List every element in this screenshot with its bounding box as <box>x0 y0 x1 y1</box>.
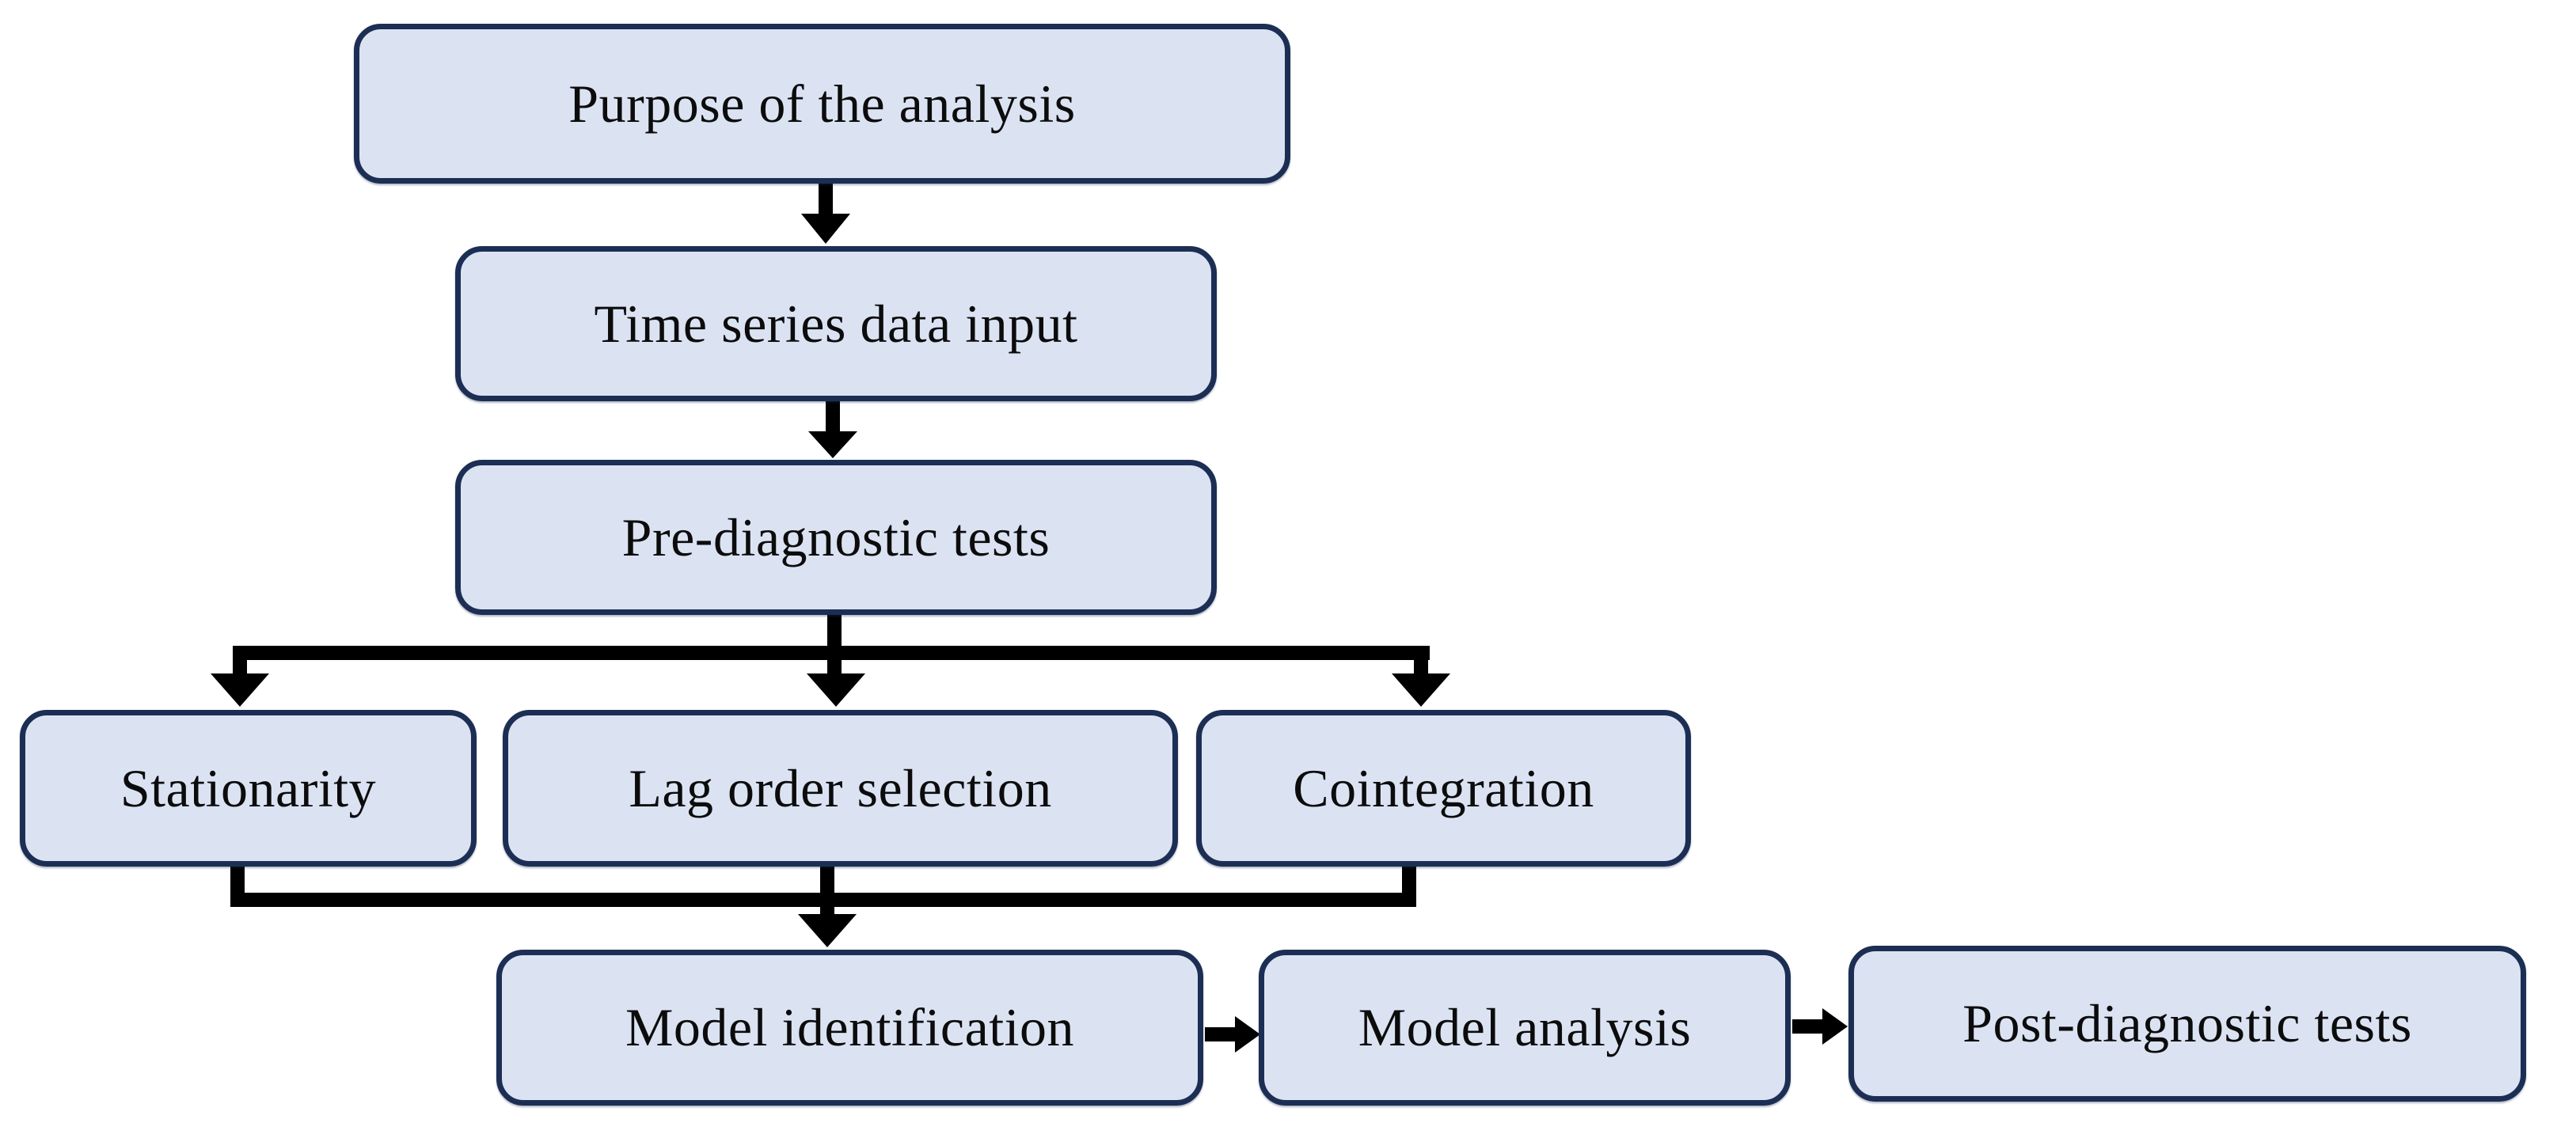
node-model-analysis-label: Model analysis <box>1358 997 1692 1057</box>
arrow-pre-diagnostic-branch <box>211 612 1450 707</box>
node-lag-order-label: Lag order selection <box>629 757 1052 818</box>
arrow-time-series-to-pre-diagnostic <box>808 398 857 458</box>
node-post-diagnostic-label: Post-diagnostic tests <box>1962 993 2412 1053</box>
arrow-tests-merge-to-model-identification <box>230 867 1416 947</box>
arrow-purpose-to-time-series <box>801 180 850 244</box>
node-model-identification: Model identification <box>496 950 1203 1106</box>
node-pre-diagnostic-label: Pre-diagnostic tests <box>621 506 1051 567</box>
node-pre-diagnostic: Pre-diagnostic tests <box>455 460 1217 615</box>
node-stationarity-label: Stationarity <box>120 757 377 818</box>
node-purpose: Purpose of the analysis <box>354 24 1290 184</box>
arrow-model-analysis-to-post-diagnostic <box>1792 1008 1848 1045</box>
node-purpose-label: Purpose of the analysis <box>568 73 1076 134</box>
node-cointegration: Cointegration <box>1196 710 1691 867</box>
node-model-analysis: Model analysis <box>1259 950 1791 1106</box>
node-lag-order: Lag order selection <box>503 710 1178 867</box>
arrow-model-identification-to-model-analysis <box>1205 1016 1260 1053</box>
node-time-series-label: Time series data input <box>594 293 1078 354</box>
node-model-identification-label: Model identification <box>625 997 1075 1057</box>
node-cointegration-label: Cointegration <box>1293 757 1594 818</box>
node-time-series: Time series data input <box>455 246 1217 401</box>
node-stationarity: Stationarity <box>20 710 477 867</box>
node-post-diagnostic: Post-diagnostic tests <box>1848 946 2526 1102</box>
